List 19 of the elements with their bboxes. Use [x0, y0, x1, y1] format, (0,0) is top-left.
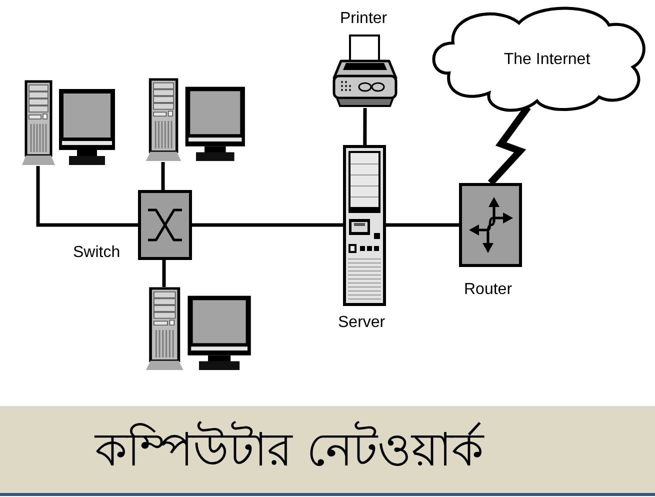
device-label: Printer: [340, 10, 388, 28]
printer-icon: [332, 34, 398, 108]
connector-line: [192, 223, 343, 227]
switch-box: [138, 190, 192, 260]
computer-icon: [146, 287, 252, 371]
cloud-label: The Internet: [504, 51, 590, 69]
title: কম্পিউটার নেটওয়ার্ক: [95, 422, 484, 478]
connector-line: [363, 108, 367, 145]
computer-icon: [22, 80, 116, 166]
connector-line: [162, 260, 166, 287]
device-label: Server: [338, 314, 386, 332]
connector-line: [161, 162, 165, 190]
device-label: Switch: [73, 244, 120, 262]
connector-line: [36, 166, 138, 227]
computer-icon: [146, 78, 246, 162]
connector-line: [386, 223, 459, 227]
server-icon: [343, 145, 386, 306]
device-label: Router: [464, 281, 512, 299]
router-box: [459, 183, 522, 267]
